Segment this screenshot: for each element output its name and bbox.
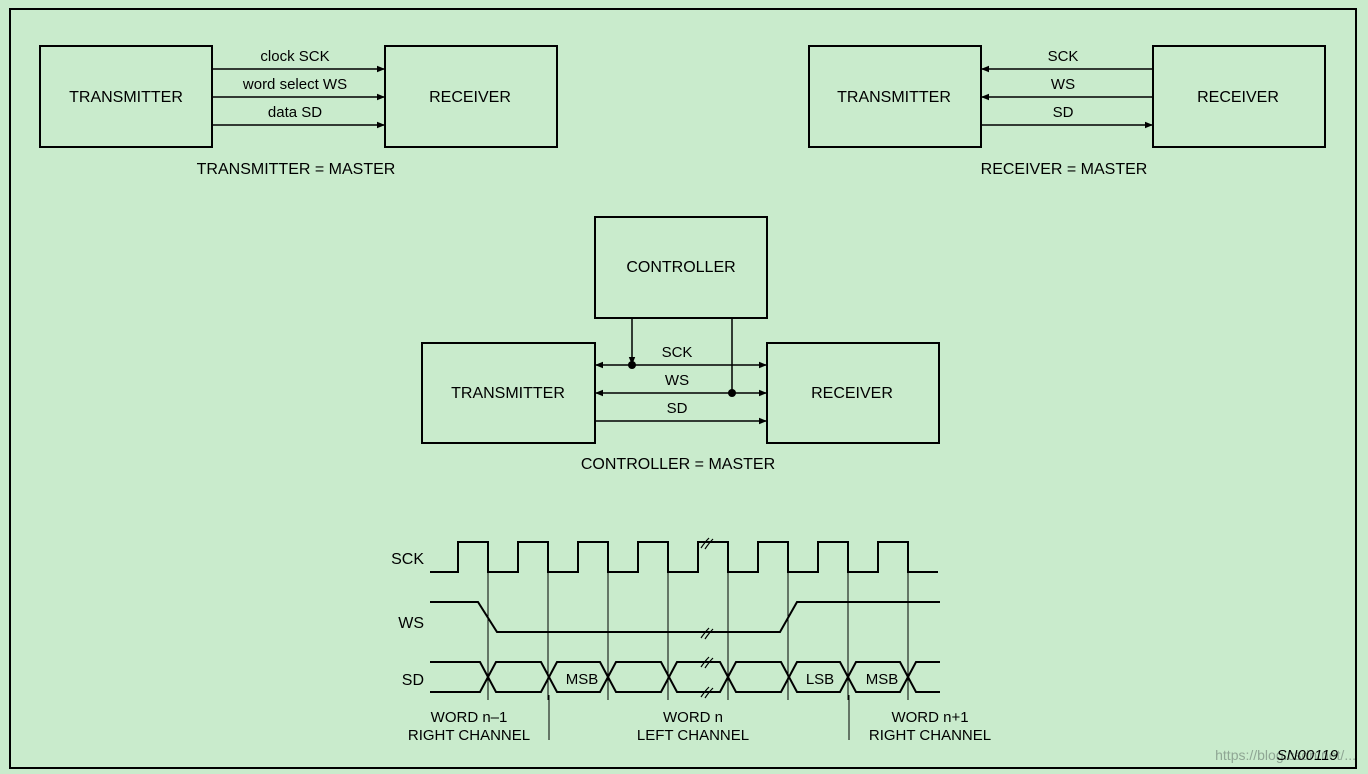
ws-timing-label: WS: [398, 615, 424, 632]
sck-signal-label: SCK: [1048, 48, 1079, 65]
sd-timing-label: SD: [402, 672, 424, 689]
sd-waveform-bottom: [430, 661, 940, 693]
ws-signal-label: WS: [1051, 76, 1075, 93]
controller-box: [594, 216, 768, 319]
receiver-label: RECEIVER: [429, 89, 511, 106]
sd-waveform-top: [430, 661, 940, 693]
transmitter-label: TRANSMITTER: [451, 385, 565, 402]
word-next-line2: RIGHT CHANNEL: [869, 727, 991, 744]
sck-signal-label: SCK: [662, 344, 693, 361]
ws-signal-label: WS: [665, 372, 689, 389]
receiver-label: RECEIVER: [1197, 89, 1279, 106]
timing-diagram: [430, 541, 940, 693]
caption-transmitter-master: TRANSMITTER = MASTER: [197, 161, 396, 178]
msb-next-cell-label: MSB: [866, 671, 899, 688]
lsb-cell-label: LSB: [806, 671, 834, 688]
ws-junction-dot: [728, 389, 736, 397]
receiver-label: RECEIVER: [811, 385, 893, 402]
diagram-controller-master: CONTROLLER TRANSMITTER RECEIVER SCK WS S…: [421, 216, 940, 473]
figure-id: SN00119: [1277, 747, 1339, 764]
sd-signal-label: SD: [667, 400, 688, 417]
figure-frame: [9, 8, 1357, 769]
caption-controller-master: CONTROLLER = MASTER: [581, 456, 775, 473]
word-next-line1: WORD n+1: [891, 709, 968, 726]
word-current-line1: WORD n: [663, 709, 723, 726]
break-marks: [700, 537, 714, 699]
controller-label: CONTROLLER: [626, 259, 735, 276]
sd-signal-label: data SD: [268, 104, 322, 121]
transmitter-label: TRANSMITTER: [69, 89, 183, 106]
sck-signal-label: clock SCK: [260, 48, 329, 65]
word-prev-line1: WORD n–1: [431, 709, 508, 726]
caption-receiver-master: RECEIVER = MASTER: [981, 161, 1148, 178]
ws-waveform: [430, 601, 940, 633]
sck-timing-label: SCK: [391, 551, 424, 568]
sd-signal-label: SD: [1053, 104, 1074, 121]
word-current-line2: LEFT CHANNEL: [637, 727, 749, 744]
watermark: https://blog.csdn.net/...: [1215, 747, 1356, 763]
diagram-transmitter-master: TRANSMITTER RECEIVER clock SCK word sele…: [39, 45, 558, 178]
word-prev-line2: RIGHT CHANNEL: [408, 727, 530, 744]
sck-waveform: [430, 541, 938, 573]
diagram-receiver-master: TRANSMITTER RECEIVER SCK WS SD RECEIVER …: [808, 45, 1326, 178]
ws-signal-label: word select WS: [242, 76, 347, 93]
transmitter-label: TRANSMITTER: [837, 89, 951, 106]
timing-reference-lines: [487, 542, 909, 740]
msb-cell-label: MSB: [566, 671, 599, 688]
sck-junction-dot: [628, 361, 636, 369]
